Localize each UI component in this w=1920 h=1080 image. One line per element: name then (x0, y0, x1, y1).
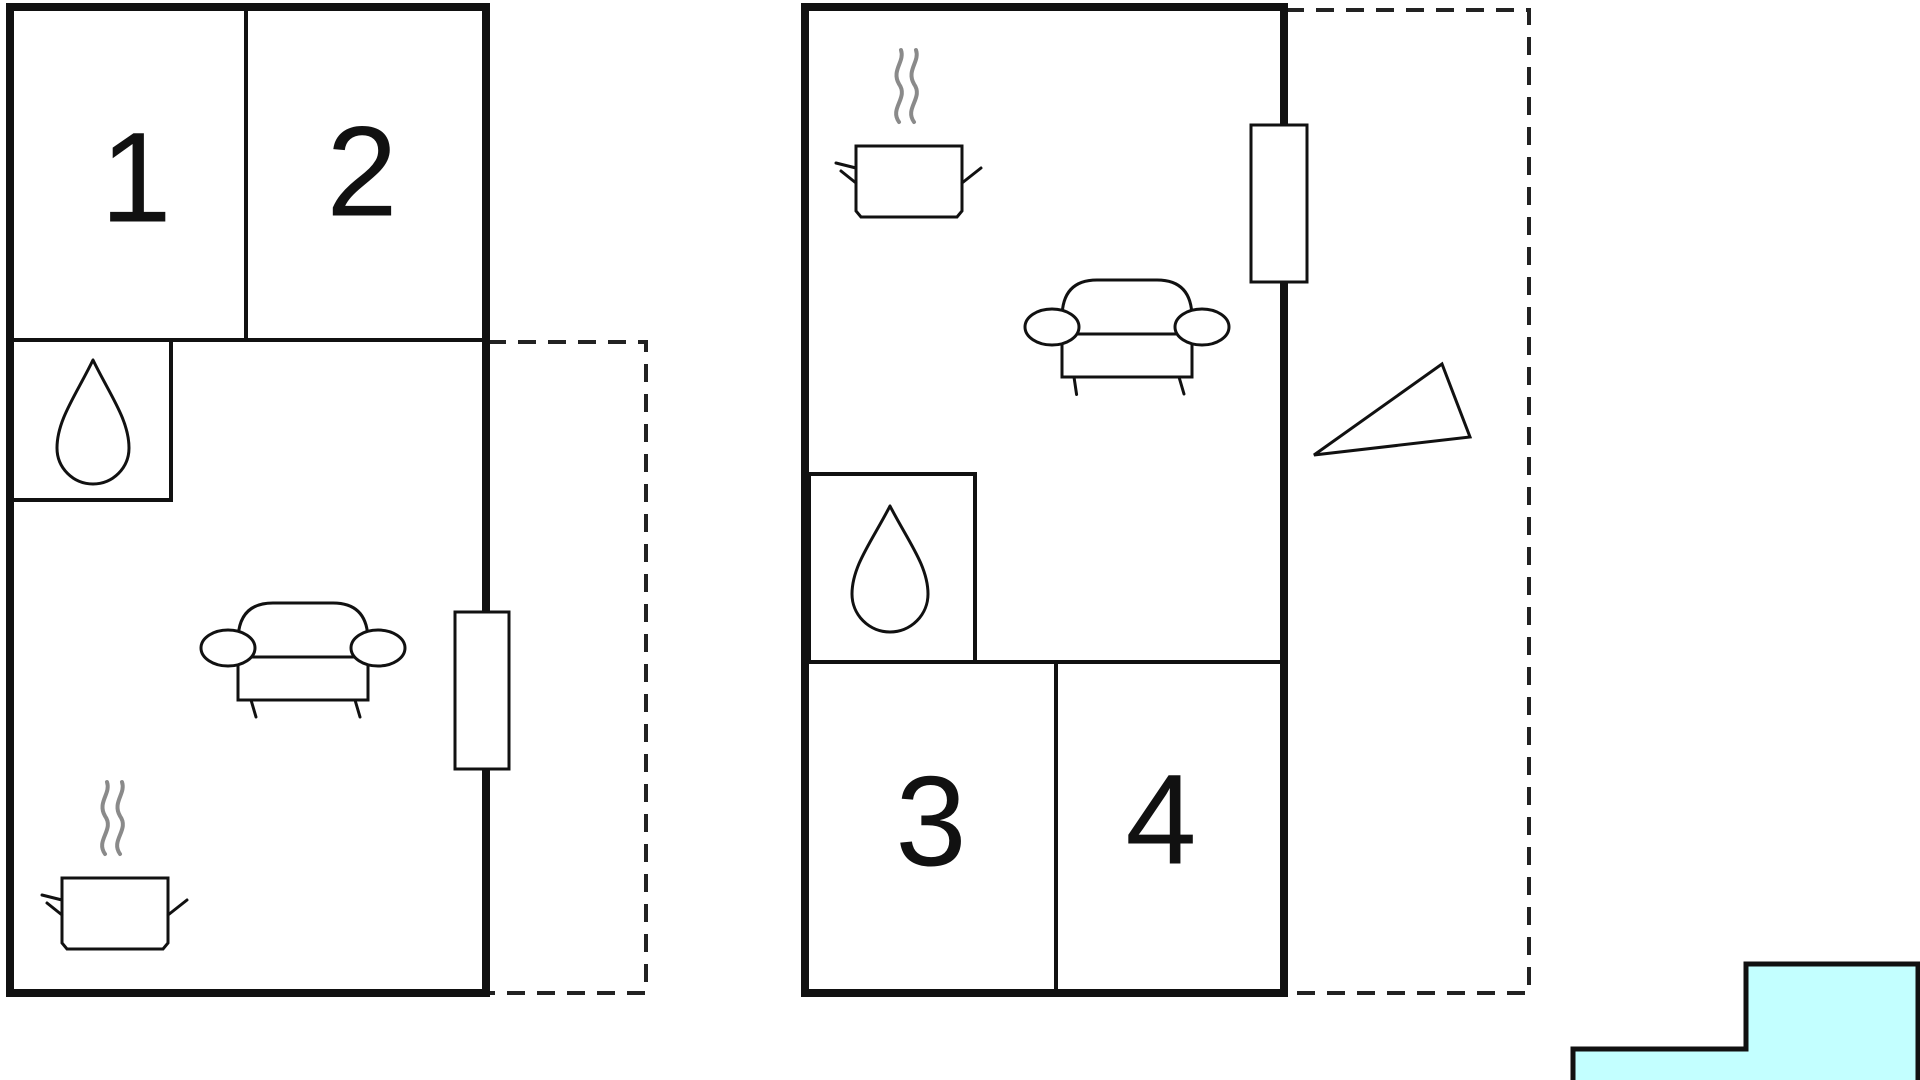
room-label-1: 1 (100, 107, 171, 250)
door-icon-right (1249, 123, 1309, 284)
pool (1570, 961, 1920, 1080)
terrace-triangle-icon (1313, 361, 1473, 457)
bathroom-drop-icon (55, 358, 131, 486)
kitchen-pot-icon-right (834, 48, 983, 219)
sofa-icon (199, 601, 407, 719)
bathroom-right (807, 472, 977, 664)
floor-plan-right: 3 4 (801, 3, 1531, 997)
bathroom-left (8, 338, 173, 502)
room-label-3: 3 (895, 751, 966, 894)
sofa-icon-right (1023, 278, 1231, 397)
outer-wall-right (801, 3, 1288, 997)
terrace-right (1284, 8, 1531, 995)
kitchen-pot-icon (40, 780, 189, 951)
room-label-4: 4 (1125, 749, 1196, 892)
room-label-2: 2 (326, 101, 397, 244)
terrace-left (486, 340, 648, 995)
bathroom-drop-icon-right (850, 504, 930, 634)
floor-plan-left: 1 2 (6, 3, 648, 997)
door-icon (453, 610, 511, 771)
